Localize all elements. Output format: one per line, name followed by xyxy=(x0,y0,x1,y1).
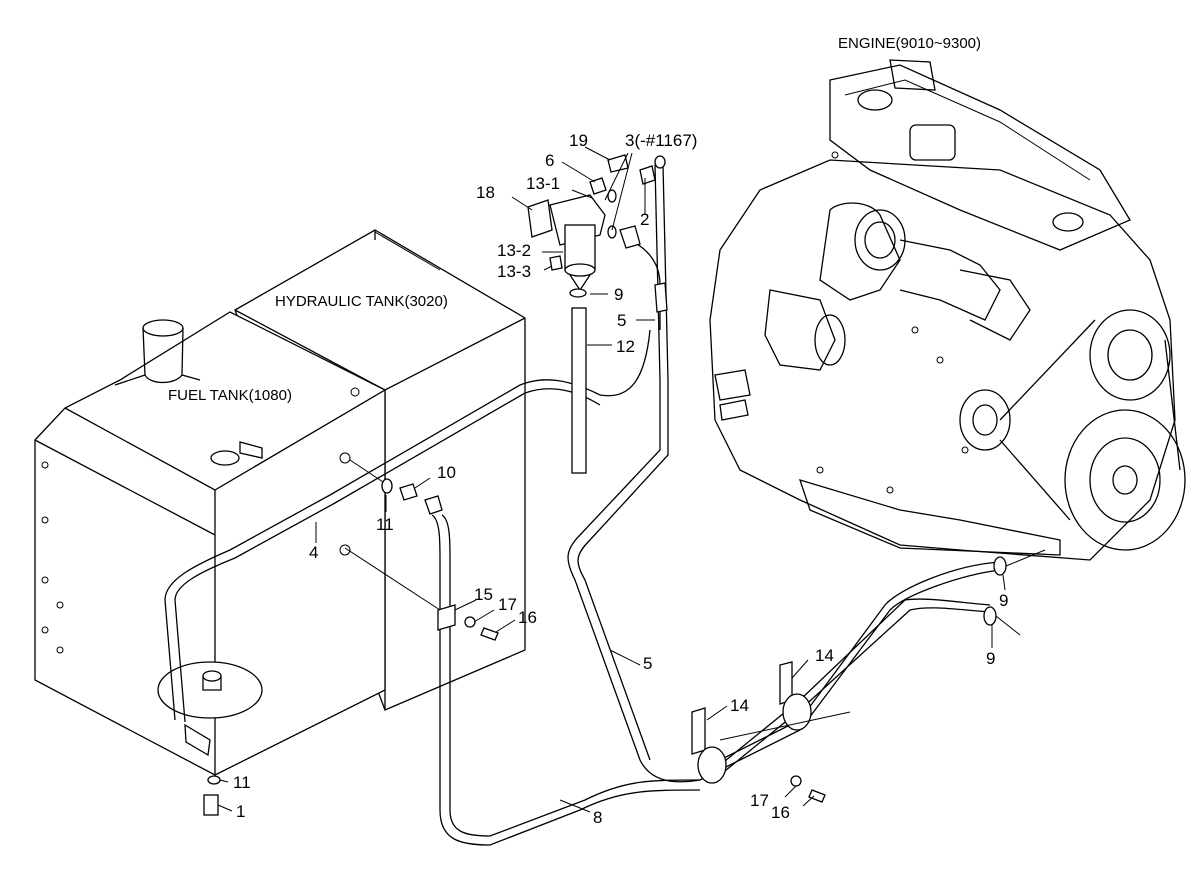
callout-9-right-lower: 9 xyxy=(986,649,995,668)
fuel-tank-drawing xyxy=(34,311,386,776)
leader-lines xyxy=(217,146,1006,813)
callout-14-right: 14 xyxy=(815,646,834,665)
callout-18: 18 xyxy=(476,183,495,202)
hydraulic-tank-title: HYDRAULIC TANK(3020) xyxy=(275,293,448,310)
engine-title: ENGINE(9010~9300) xyxy=(838,35,981,52)
callout-19: 19 xyxy=(569,131,588,150)
callout-1: 1 xyxy=(236,802,245,821)
callout-4: 4 xyxy=(309,543,318,562)
callout-11-bottom: 11 xyxy=(233,773,251,792)
callout-12: 12 xyxy=(616,337,635,356)
callout-3: 3(-#1167) xyxy=(625,131,697,150)
engine-drawing xyxy=(709,59,1186,561)
callout-5-bottom: 5 xyxy=(643,654,652,673)
callout-5-top: 5 xyxy=(617,311,626,330)
callout-13-1: 13-1 xyxy=(526,174,560,193)
callout-6: 6 xyxy=(545,151,554,170)
callout-16-mid: 16 xyxy=(518,608,537,627)
callout-13-3: 13-3 xyxy=(497,262,531,281)
callout-11-mid: 11 xyxy=(376,515,394,534)
callout-8: 8 xyxy=(593,808,602,827)
callout-13-2: 13-2 xyxy=(497,241,531,260)
callout-10: 10 xyxy=(437,463,456,482)
callout-16-bottom: 16 xyxy=(771,803,790,822)
callout-9-right-upper: 9 xyxy=(999,591,1008,610)
fuel-tank-title: FUEL TANK(1080) xyxy=(168,387,292,404)
callout-17-bottom: 17 xyxy=(750,791,769,810)
callout-17-mid: 17 xyxy=(498,595,517,614)
labels: ENGINE(9010~9300) HYDRAULIC TANK(3020) F… xyxy=(168,35,1008,827)
callout-15: 15 xyxy=(474,585,493,604)
fuel-lines xyxy=(164,164,1046,846)
callout-9-top: 9 xyxy=(614,285,623,304)
callout-14-left: 14 xyxy=(730,696,749,715)
fuel-filter-assembly xyxy=(527,154,668,313)
callout-2: 2 xyxy=(640,210,649,229)
